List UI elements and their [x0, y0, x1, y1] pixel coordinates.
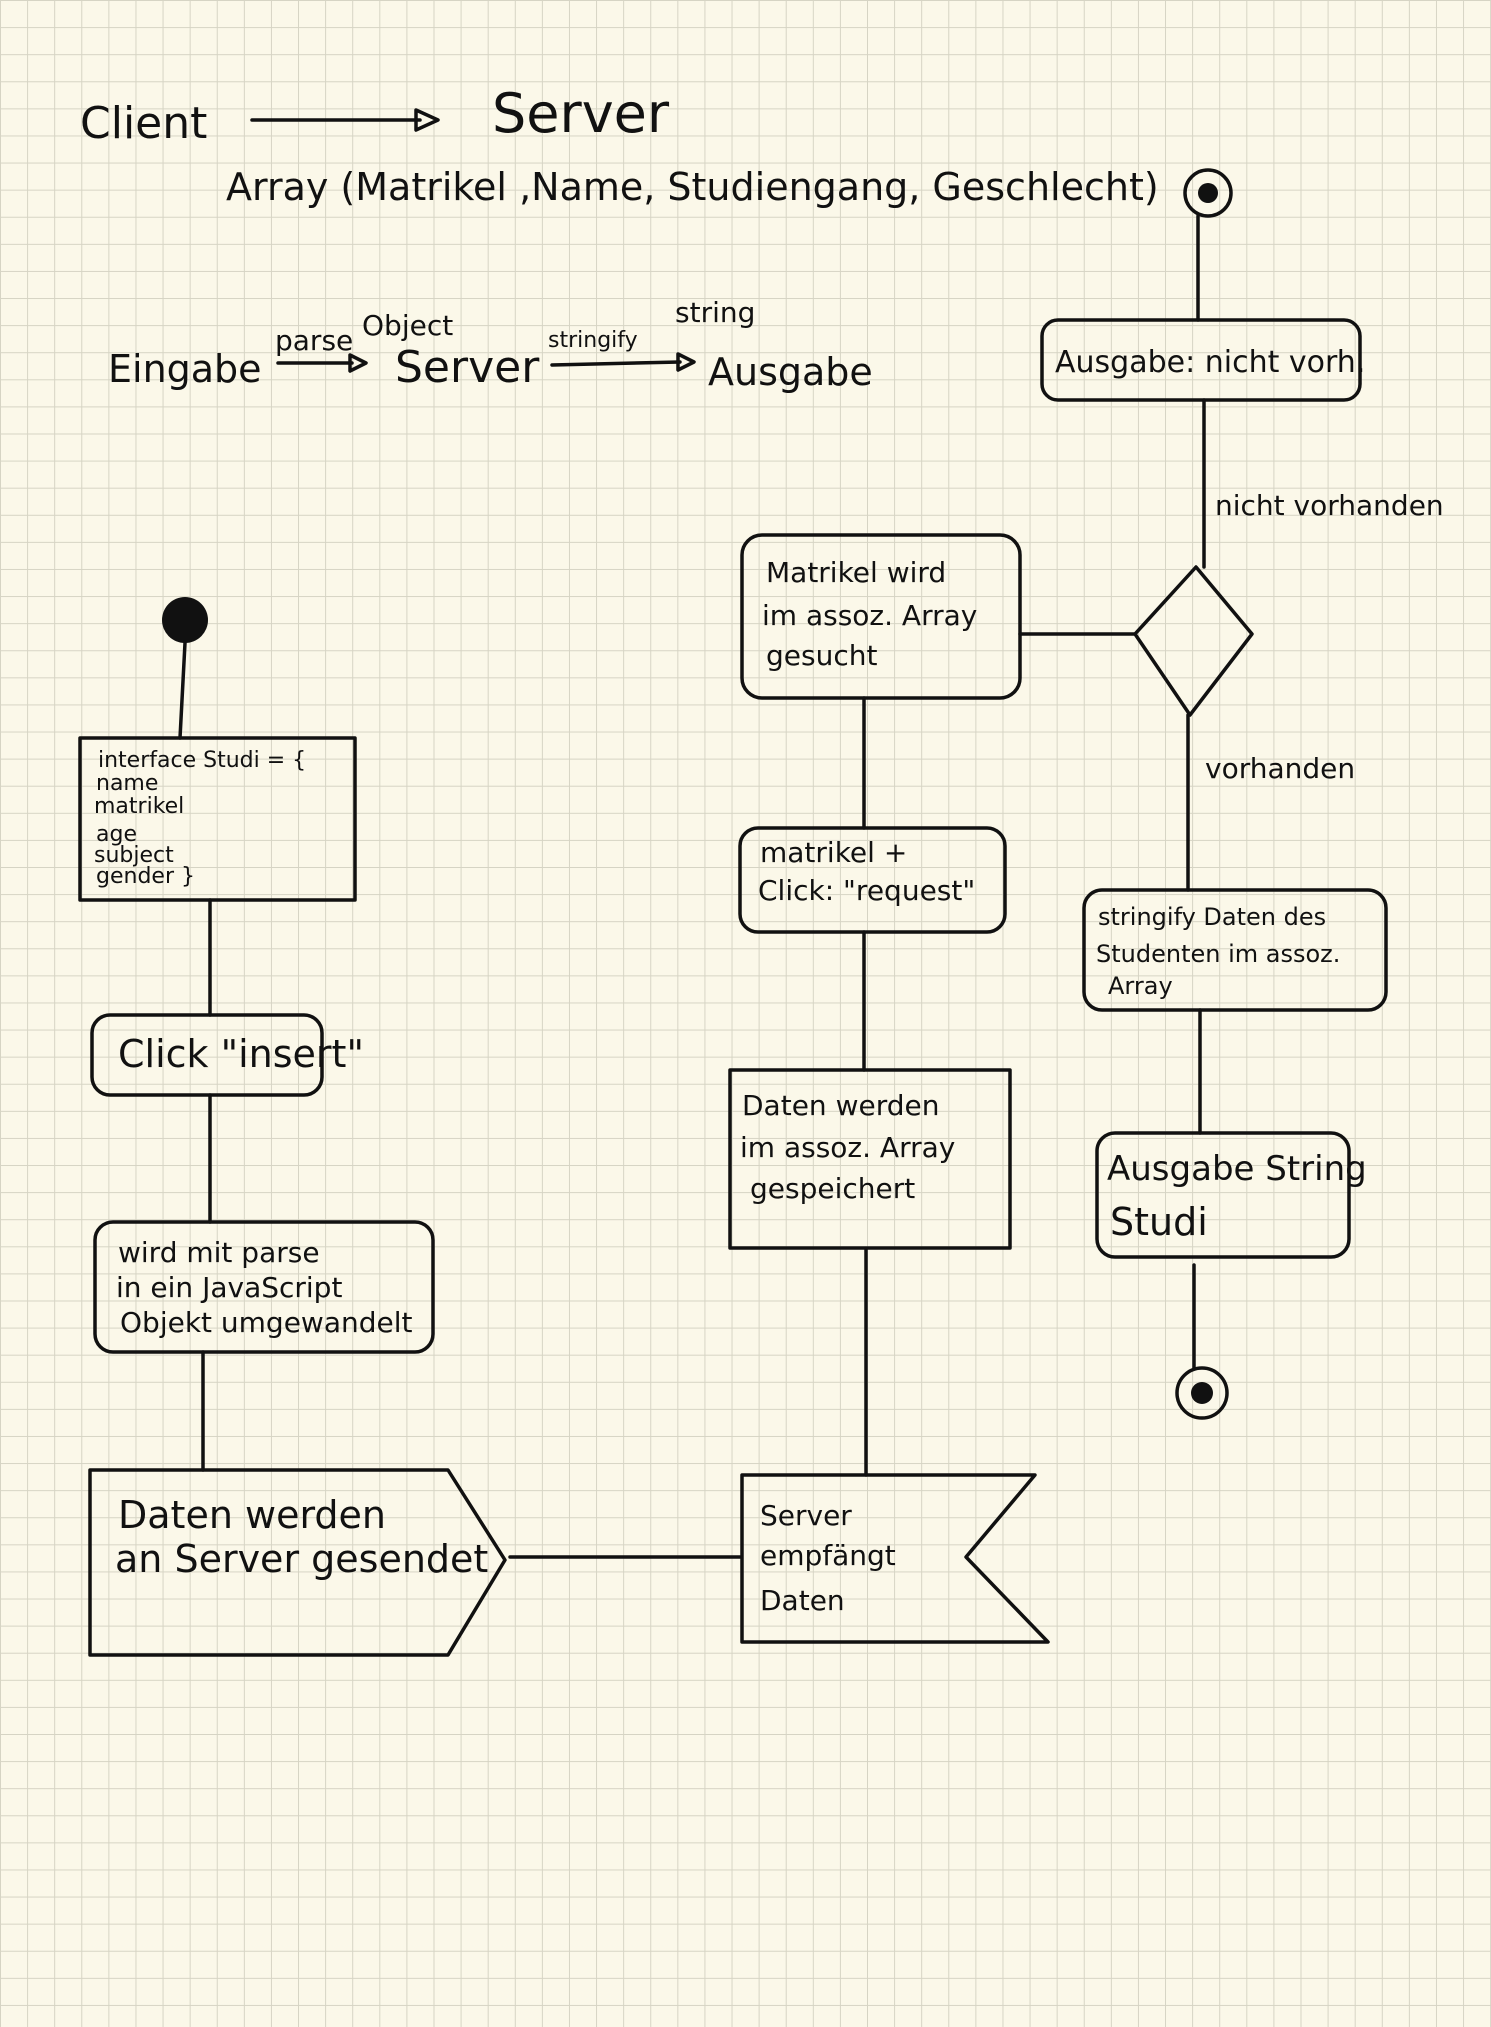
object-label: Object — [362, 309, 453, 342]
present-label: vorhanden — [1205, 752, 1355, 785]
interface-line: age — [96, 822, 137, 847]
parse-label: parse — [275, 324, 353, 357]
send-signal-node — [88, 1468, 507, 1657]
request-node-line: matrikel + — [760, 836, 907, 869]
parse-node-line: Objekt umgewandelt — [120, 1306, 413, 1339]
interface-line: name — [96, 771, 158, 796]
end-node-top-dot — [1198, 183, 1218, 203]
input-label: Eingabe — [108, 347, 262, 391]
parse-arrow-head — [348, 353, 368, 373]
stringify-node-line: Array — [1108, 972, 1173, 1000]
search-node-line: gesucht — [766, 639, 877, 672]
receive-signal-line: empfängt — [760, 1539, 896, 1572]
flow-server-label: Server — [395, 342, 540, 393]
stringify-node-line: stringify Daten des — [1098, 903, 1326, 931]
store-node-line: Daten werden — [742, 1089, 939, 1122]
parse-node-line: wird mit parse — [118, 1236, 320, 1269]
decision-node — [1133, 565, 1254, 717]
output-none-node — [1040, 318, 1362, 402]
interface-line: gender } — [96, 864, 195, 889]
stringify-node-line: Studenten im assoz. — [1096, 940, 1340, 968]
output-string-line: Ausgabe String — [1107, 1149, 1367, 1189]
parse-node — [93, 1220, 435, 1354]
not-present-label: nicht vorhanden — [1215, 489, 1444, 522]
end-node-bottom — [1175, 1366, 1229, 1420]
interface-box — [78, 736, 357, 902]
click-insert-node — [90, 1013, 324, 1097]
output-string-node — [1095, 1131, 1351, 1259]
stringify-arrow-line — [550, 360, 682, 367]
connector — [178, 641, 187, 740]
end-node-bottom-dot — [1191, 1382, 1213, 1404]
output-none-label: Ausgabe: nicht vorh. — [1055, 345, 1365, 380]
stringify-node — [1082, 888, 1388, 1012]
parse-node-line: in ein JavaScript — [116, 1271, 342, 1304]
stringify-arrow-head — [676, 352, 696, 372]
stringify-label: stringify — [548, 328, 638, 353]
send-signal-line: an Server gesendet — [115, 1537, 488, 1581]
interface-line: interface Studi = { — [98, 748, 306, 773]
array-description: Array (Matrikel ,Name, Studiengang, Gesc… — [226, 165, 1159, 209]
receive-signal-node — [740, 1473, 1050, 1644]
search-node-line: Matrikel wird — [766, 556, 946, 589]
store-node-line: gespeichert — [750, 1172, 915, 1205]
interface-line: matrikel — [94, 794, 184, 819]
store-node — [728, 1068, 1012, 1250]
receive-signal-line: Server — [760, 1499, 852, 1532]
store-node-line: im assoz. Array — [740, 1131, 955, 1164]
server-label: Server — [492, 82, 670, 145]
end-node-top — [1183, 168, 1233, 218]
string-label: string — [675, 296, 755, 329]
send-signal-line: Daten werden — [118, 1493, 386, 1537]
output-label: Ausgabe — [708, 350, 873, 394]
request-node-line: Click: "request" — [758, 874, 975, 907]
request-node — [738, 826, 1007, 934]
output-string-line: Studi — [1110, 1200, 1208, 1244]
start-node — [162, 597, 208, 643]
client-server-arrow-head — [414, 108, 440, 132]
search-node-line: im assoz. Array — [762, 599, 977, 632]
receive-signal-line: Daten — [760, 1584, 845, 1617]
client-label: Client — [80, 98, 207, 149]
search-node — [740, 533, 1022, 700]
click-insert-label: Click "insert" — [118, 1032, 364, 1076]
interface-line: subject — [94, 843, 174, 868]
